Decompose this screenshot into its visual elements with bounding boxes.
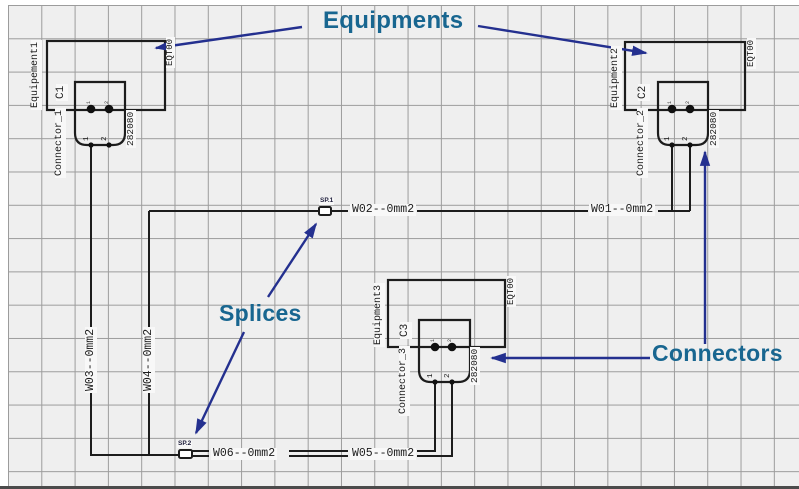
splices-annotation-label: Splices [219,300,302,326]
wire-w05 [192,382,436,452]
wire-label-w05: W05--0mm2 [350,447,417,461]
wire-label-w06: W06--0mm2 [211,447,278,461]
wire-label-w02: W02--0mm2 [350,203,417,217]
connector-3-pin-2-dot [449,379,455,385]
equipment-3-eqt-code: EQT00 [506,275,517,307]
connector-3-box [417,318,472,384]
connector-3-cavity-1-dot [430,342,440,352]
arrow-splices-to-sp2 [194,331,246,435]
arrow-equipments-to-equipment-1 [154,25,303,52]
connector-2-pin-2-label: 2 [682,136,690,141]
connector-1-pin-2-dot [106,142,112,148]
connector-1-cavity-1-label: 1 [86,100,92,104]
wire-label-w01: W01--0mm2 [589,203,656,217]
grid-background [8,5,799,486]
connector-1-part-number: 282080 [125,109,136,148]
connector-1-pin-1-label: 1 [83,136,91,141]
equipment-2-box [623,40,747,112]
connector-2-box [656,80,710,147]
connector-1-box [73,80,127,147]
connector-2-cavity-2-dot [685,104,695,114]
connector-1-pin-2-label: 2 [101,136,109,141]
equipment-3-box [386,278,507,349]
splice-sp2-symbol [178,449,193,459]
connector-2-pin-1-label: 1 [664,136,672,141]
connector-2-cavity-2-label: 2 [685,100,691,104]
splice-sp1-symbol [318,206,332,216]
connector-1-cavity-2-label: 2 [104,100,110,104]
wire-w03 [90,145,179,456]
splice-sp2-label: SP.2 [177,440,193,448]
arrow-splices-to-sp1 [266,222,318,298]
connector-2-pin-2-dot [687,142,693,148]
connector-3-name: Connector_3 [398,345,410,416]
wire-connector-2-drops [671,145,691,211]
connector-2-name: Connector_2 [636,107,648,178]
wire-w06 [192,382,453,457]
connector-2-code: C2 [637,83,650,101]
connector-1-pin-1-dot [88,142,94,148]
connector-3-cavity-2-dot [447,342,457,352]
equipments-annotation-label: Equipments [323,7,464,34]
connector-3-part-number: 282080 [469,346,480,385]
connector-2-pin-1-dot [669,142,675,148]
connector-1-cavity-2-dot [104,104,114,114]
equipment-2-name: Equipment2 [610,45,622,110]
connector-3-cavity-1-label: 1 [430,338,436,342]
connector-3-pin-1-dot [432,379,438,385]
connector-2-part-number: 282080 [708,109,719,148]
connectors-annotation-label: Connectors [652,340,783,366]
sheet-bottom-edge [0,486,799,489]
equipment-1-name: Equipement1 [30,39,42,110]
connector-2-cavity-1-dot [667,104,677,114]
connector-3-pin-2-label: 2 [444,373,452,378]
annotation-arrows [154,24,711,435]
splice-sp1-label: SP.1 [319,197,335,205]
connector-3-pin-1-label: 1 [427,373,435,378]
equipment-3-name: Equipment3 [373,282,385,347]
wire-label-w03: W03--0mm2 [84,326,98,393]
connector-2-cavity-1-label: 1 [667,100,673,104]
connector-3-cavity-2-label: 2 [447,338,453,342]
wire-label-w04: W04--0mm2 [142,326,156,393]
equipment-1-eqt-code: EQT00 [165,36,176,68]
connector-3-code: C3 [399,321,412,339]
connector-1-code: C1 [55,83,68,101]
connector-1-name: Connector_1 [54,107,66,178]
connector-pin-dots [86,104,695,385]
equipment-2-eqt-code: EQT00 [746,37,757,69]
connector-1-cavity-1-dot [86,104,96,114]
